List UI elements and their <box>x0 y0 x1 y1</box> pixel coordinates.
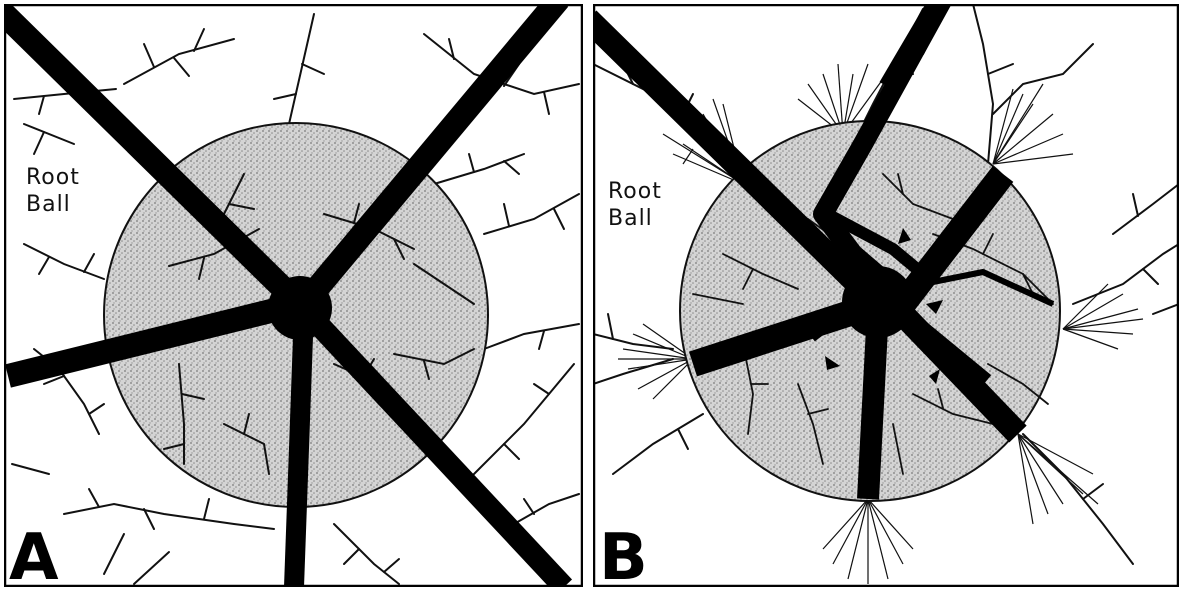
panel-a-drawing <box>4 4 583 587</box>
tuft-right <box>1063 284 1143 349</box>
root-ball-label-line-1: Root <box>26 164 80 191</box>
tuft-lower-right <box>1018 434 1098 524</box>
panel-letter-a: A <box>9 526 59 590</box>
root-collar-a <box>268 276 332 340</box>
tuft-upper-right <box>993 84 1073 164</box>
tuft-bottom <box>823 499 913 584</box>
root-ball-label-b: Root Ball <box>608 178 662 232</box>
root-ball-label-line-2: Ball <box>26 191 80 218</box>
root-ball-label-line-1: Root <box>608 178 662 205</box>
root-ball-label-line-2: Ball <box>608 205 662 232</box>
panel-b-drawing <box>593 4 1179 587</box>
panel-b: Root Ball B <box>593 4 1179 587</box>
root-collar-b <box>842 266 914 338</box>
panel-letter-b: B <box>599 526 648 590</box>
root-ball-label-a: Root Ball <box>26 164 80 218</box>
panel-a: Root Ball A <box>4 4 583 587</box>
